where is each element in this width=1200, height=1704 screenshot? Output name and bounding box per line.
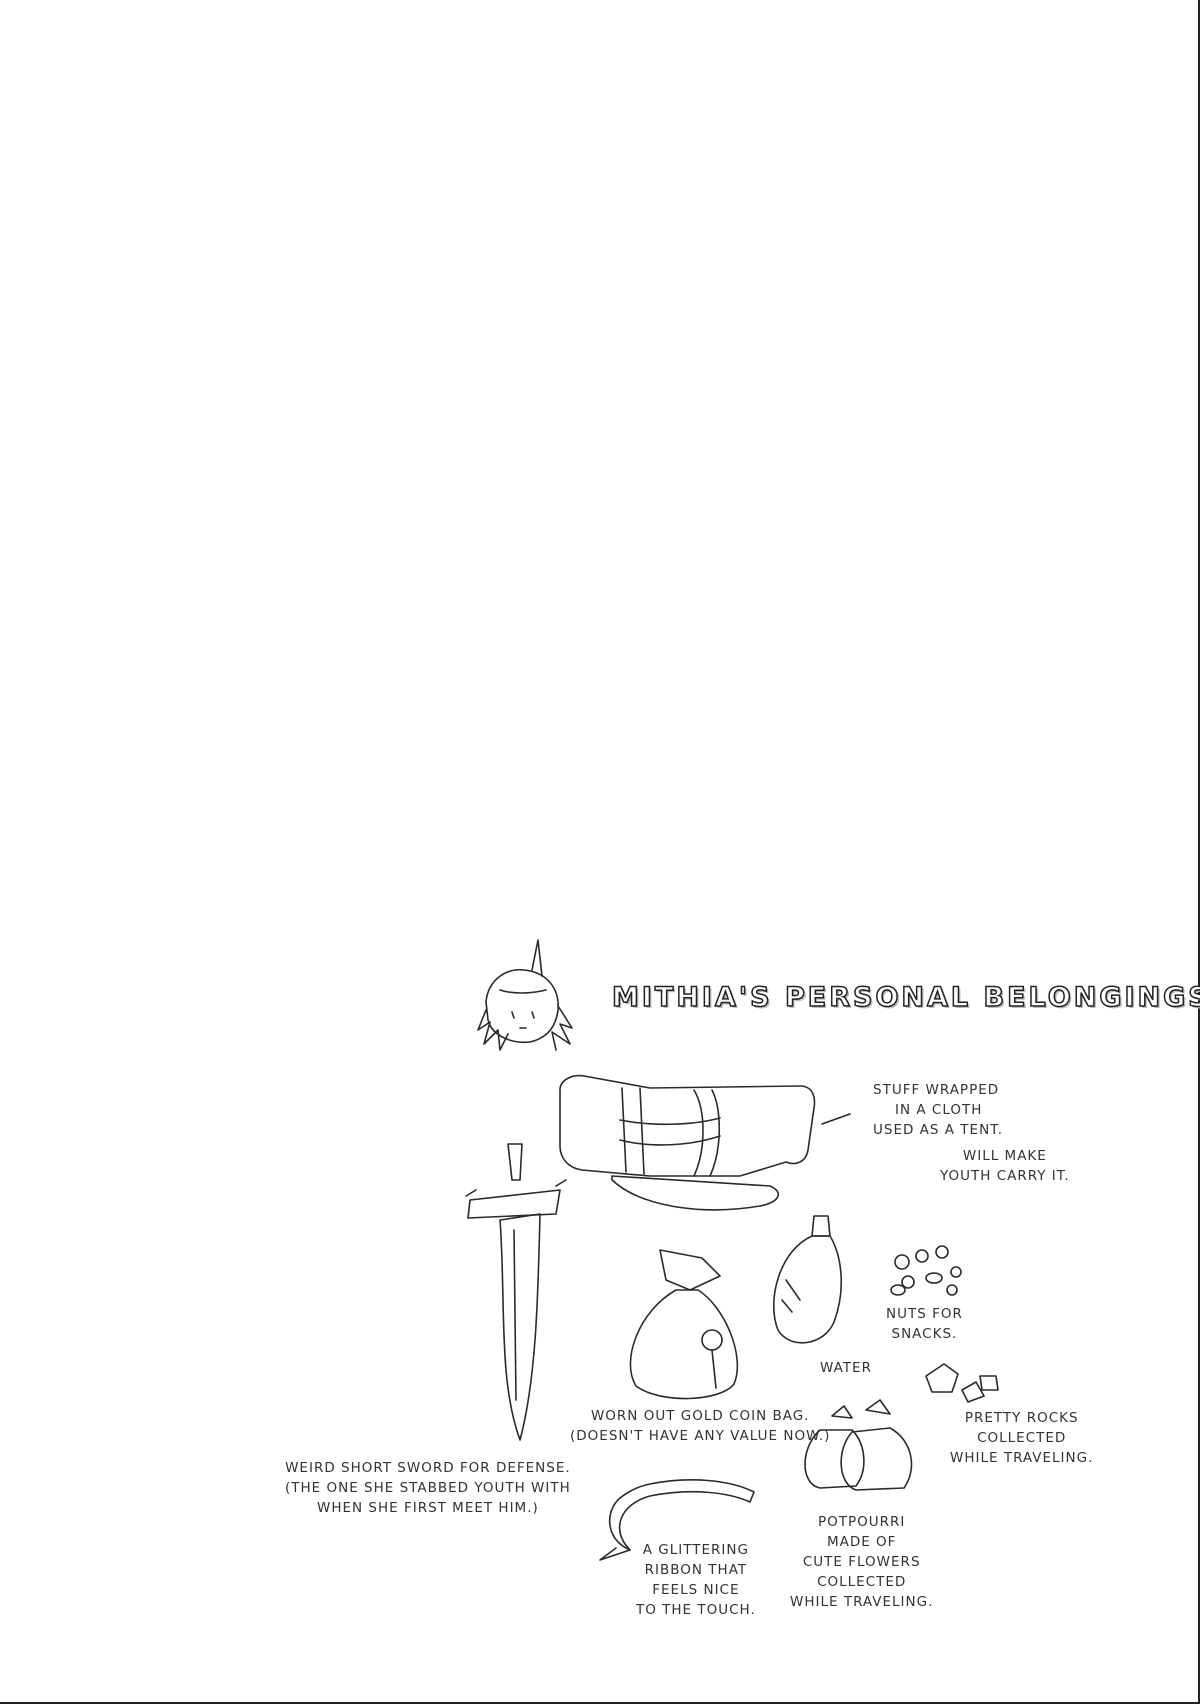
- potpourri-note-line-1: POTPOURRI: [818, 1514, 906, 1530]
- chibi-head-icon: [477, 939, 573, 1051]
- coin-bag-note: WORN OUT GOLD COIN BAG. (DOESN'T HAVE AN…: [570, 1406, 830, 1446]
- coin-bag-note-line-1: WORN OUT GOLD COIN BAG.: [590, 1408, 810, 1424]
- page-bottom-border: [0, 1702, 1200, 1704]
- ribbon-note-line-1: A GLITTERING: [642, 1542, 749, 1558]
- ribbon-note-line-4: TO THE TOUCH.: [636, 1602, 756, 1618]
- sword-note-line-1: WEIRD SHORT SWORD FOR DEFENSE.: [285, 1460, 571, 1476]
- potpourri-icon: [804, 1399, 913, 1491]
- tent-note-line-1: STUFF WRAPPED: [873, 1082, 1000, 1098]
- rocks-note-line-2: COLLECTED: [977, 1430, 1067, 1446]
- tent-aside-note: WILL MAKE YOUTH CARRY IT.: [940, 1146, 1070, 1186]
- nuts-note-line-2: SNACKS.: [891, 1326, 958, 1342]
- page-right-border: [1198, 0, 1200, 1704]
- tent-note-line-2: IN A CLOTH: [895, 1102, 983, 1118]
- sword-note-line-3: WHEN SHE FIRST MEET HIM.): [316, 1500, 539, 1516]
- tent-roll-icon: [559, 1074, 851, 1211]
- rocks-note-line-1: PRETTY ROCKS: [964, 1410, 1079, 1426]
- pretty-rocks-icon: [925, 1363, 999, 1403]
- nuts-note-line-1: NUTS FOR: [886, 1306, 963, 1322]
- tent-aside-line-1: WILL MAKE: [962, 1148, 1047, 1164]
- rocks-note: PRETTY ROCKS COLLECTED WHILE TRAVELING.: [950, 1408, 1093, 1468]
- sword-note: WEIRD SHORT SWORD FOR DEFENSE. (THE ONE …: [285, 1458, 571, 1518]
- tent-note-line-3: USED AS A TENT.: [873, 1122, 1004, 1138]
- page-title: MITHIA'S PERSONAL BELONGINGS.: [611, 981, 1200, 1014]
- water-flask-icon: [773, 1215, 843, 1344]
- potpourri-note-line-4: COLLECTED: [817, 1574, 907, 1590]
- sword-note-line-2: (THE ONE SHE STABBED YOUTH WITH: [285, 1480, 571, 1496]
- ribbon-note-line-2: RIBBON THAT: [644, 1562, 748, 1578]
- ribbon-note: A GLITTERING RIBBON THAT FEELS NICE TO T…: [636, 1540, 756, 1620]
- tent-aside-line-2: YOUTH CARRY IT.: [940, 1168, 1070, 1184]
- short-sword-icon: [465, 1143, 567, 1441]
- nuts-icon: [890, 1245, 962, 1296]
- ribbon-note-line-3: FEELS NICE: [652, 1582, 740, 1598]
- potpourri-note-line-3: CUTE FLOWERS: [802, 1554, 921, 1570]
- tent-note: STUFF WRAPPED IN A CLOTH USED AS A TENT.: [873, 1080, 1003, 1140]
- potpourri-note-line-2: MADE OF: [826, 1534, 897, 1550]
- ribbon-icon: [599, 1479, 755, 1561]
- coin-bag-icon: [629, 1249, 739, 1400]
- water-note: WATER: [820, 1360, 872, 1376]
- rocks-note-line-3: WHILE TRAVELING.: [950, 1450, 1094, 1466]
- potpourri-note-line-5: WHILE TRAVELING.: [790, 1594, 934, 1610]
- nuts-note: NUTS FOR SNACKS.: [886, 1304, 963, 1344]
- potpourri-note: POTPOURRI MADE OF CUTE FLOWERS COLLECTED…: [790, 1512, 933, 1612]
- coin-bag-note-line-2: (DOESN'T HAVE ANY VALUE NOW.): [570, 1428, 831, 1444]
